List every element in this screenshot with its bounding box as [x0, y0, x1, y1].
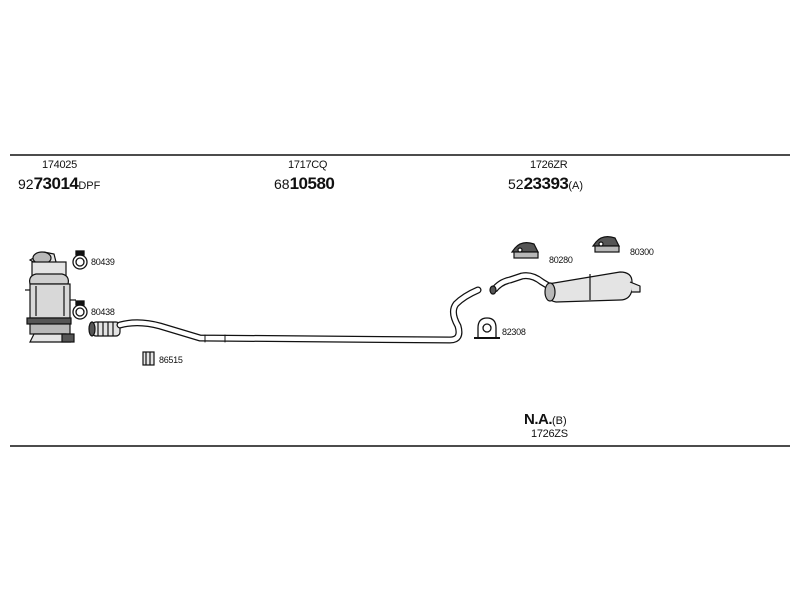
label-clamp-80439: 80439: [91, 257, 115, 267]
header-part-main-1: 73014: [33, 174, 79, 193]
header-part-main-3: 23393: [523, 174, 569, 193]
header-ref-3: 1726ZR: [530, 159, 568, 171]
label-clamp-82308: 82308: [502, 327, 526, 337]
header-part-number-2: 6810580: [274, 174, 335, 193]
footer-na-note: N.A.(B): [524, 412, 567, 427]
clamp-86515-part: [142, 351, 155, 366]
header-ref-2: 1717CQ: [288, 159, 328, 171]
footer-na-suffix: (B): [552, 415, 567, 427]
label-clamp-86515: 86515: [159, 355, 183, 365]
dpf-catalyst-part: [25, 251, 76, 343]
label-clamp-80438: 80438: [91, 307, 115, 317]
middle-pipe-part: [116, 286, 482, 344]
header-part-suffix-1: DPF: [78, 180, 101, 192]
header-part-suffix-3: (A): [568, 180, 584, 192]
hanger-80280-part: [510, 242, 539, 259]
label-hanger-80300: 80300: [630, 247, 654, 257]
header-part-number-1: 9273014DPF: [18, 175, 100, 192]
header-ref-1: 174025: [42, 159, 77, 171]
header-part-number-3: 5223393(A): [508, 175, 583, 192]
clamp-80438-part: [72, 300, 88, 320]
footer-na-main: N.A.: [524, 411, 553, 428]
rear-muffler-part: [489, 271, 641, 303]
clamp-82308-part: [474, 317, 500, 339]
label-hanger-80280: 80280: [549, 255, 573, 265]
header-part-prefix-1: 92: [18, 176, 34, 192]
hanger-80300-part: [591, 236, 620, 253]
header-part-prefix-2: 68: [274, 176, 290, 192]
flex-joint-part: [88, 321, 121, 337]
header-part-prefix-3: 52: [508, 176, 524, 192]
header-part-main-2: 10580: [289, 174, 335, 193]
clamp-80439-part: [72, 250, 88, 270]
footer-ref: 1726ZS: [531, 428, 568, 440]
